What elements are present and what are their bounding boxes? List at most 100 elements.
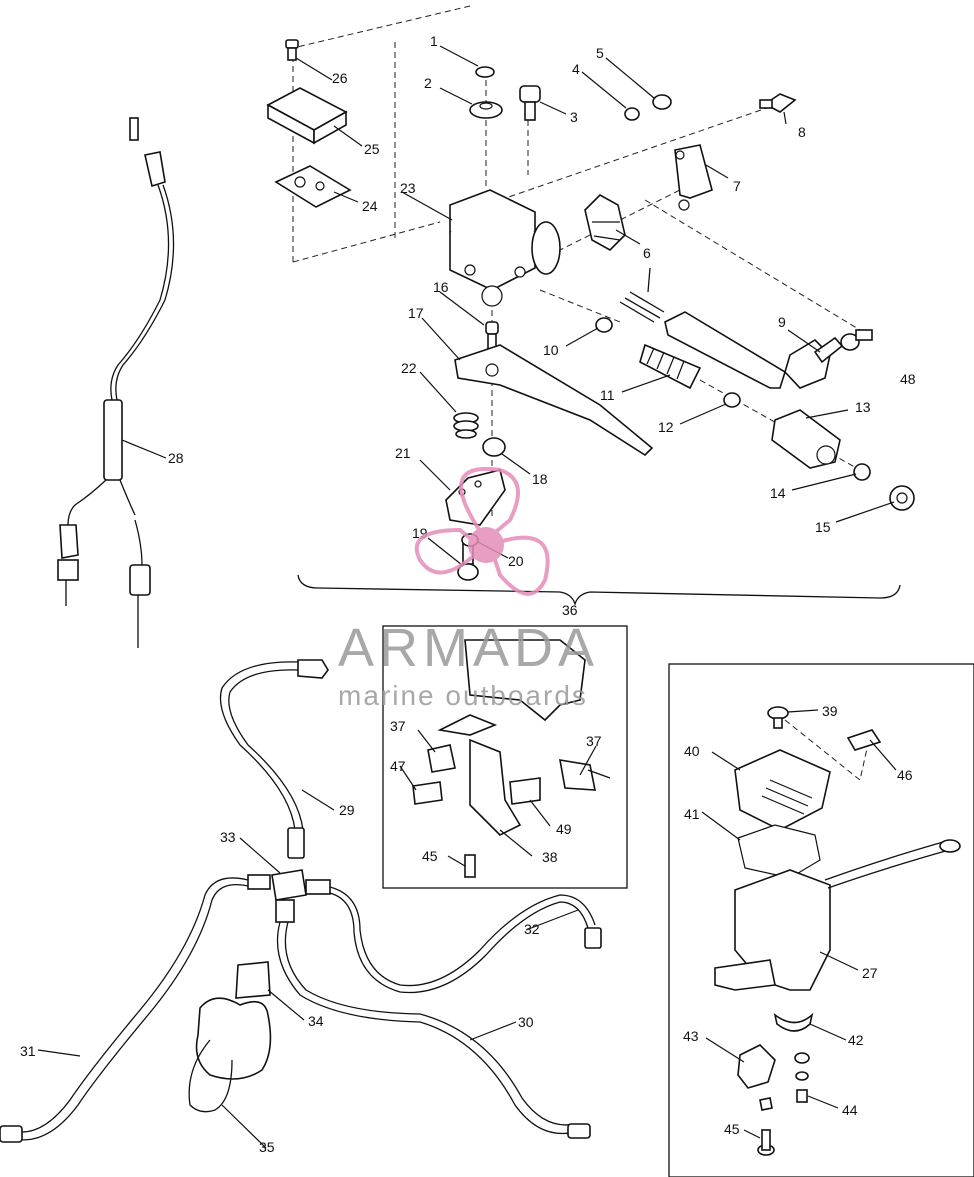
cover-part-40 <box>734 749 831 831</box>
callout-17: 17 <box>408 305 424 321</box>
callout-44: 44 <box>842 1102 858 1118</box>
callout-2: 2 <box>424 75 432 91</box>
bracket-part-7 <box>674 144 713 211</box>
housing-part-23 <box>449 189 561 307</box>
callout-34: 34 <box>308 1013 324 1029</box>
callout-4: 4 <box>572 61 580 77</box>
callout-49: 49 <box>556 821 572 837</box>
axis-line-top <box>499 99 791 201</box>
callout-38: 38 <box>542 849 558 865</box>
watermark-brand: ARMADA <box>338 618 599 678</box>
washer-part-1 <box>475 66 495 78</box>
callout-6: 6 <box>643 245 651 261</box>
callout-42: 42 <box>848 1032 864 1048</box>
callout-22: 22 <box>401 360 417 376</box>
callout-29: 29 <box>339 802 355 818</box>
valve-body-part-27 <box>714 839 961 991</box>
leader-lines <box>37 45 897 1149</box>
cable-assembly-part-9 <box>619 267 844 389</box>
callout-12: 12 <box>658 419 674 435</box>
callout-3: 3 <box>570 109 578 125</box>
callout-labels: 1 2 3 4 5 6 7 8 9 10 11 12 13 14 15 16 1… <box>20 33 916 1155</box>
callout-35: 35 <box>259 1139 275 1155</box>
callout-26: 26 <box>332 70 348 86</box>
boot-part-11 <box>639 343 702 390</box>
subassembly-box-38 <box>382 625 628 889</box>
callout-32: 32 <box>524 921 540 937</box>
valve-box <box>668 663 974 1177</box>
callout-25: 25 <box>364 141 380 157</box>
callout-20: 20 <box>508 553 524 569</box>
callout-24: 24 <box>362 198 378 214</box>
washer-part-4 <box>624 107 640 121</box>
nut-part-48 <box>840 329 873 351</box>
callout-14: 14 <box>770 485 786 501</box>
callout-48: 48 <box>900 371 916 387</box>
callout-21: 21 <box>395 445 411 461</box>
callout-47: 47 <box>390 758 406 774</box>
fitting-part-13 <box>771 409 841 469</box>
callout-41: 41 <box>684 806 700 822</box>
callout-27: 27 <box>862 965 878 981</box>
bracket-part-43 <box>737 1044 776 1089</box>
callout-43: 43 <box>683 1028 699 1044</box>
propeller-logo <box>414 466 550 596</box>
callout-15: 15 <box>815 519 831 535</box>
callout-33: 33 <box>220 829 236 845</box>
washer-part-44 <box>794 1052 810 1103</box>
lever-part-17 <box>454 344 654 457</box>
top-assembly-group <box>266 5 915 607</box>
base-part-24 <box>274 165 352 208</box>
callout-45-left: 45 <box>422 848 438 864</box>
cover-part-25 <box>266 87 348 145</box>
screw-part-39 <box>767 706 789 729</box>
callout-39: 39 <box>822 703 838 719</box>
axis-line-7 <box>644 199 861 331</box>
callout-37-left: 37 <box>390 718 406 734</box>
gasket-part-41 <box>737 824 821 879</box>
callout-11: 11 <box>600 387 615 403</box>
hose-assembly <box>0 659 602 1143</box>
watermark: ARMADA marine outboards <box>338 466 599 711</box>
screw-part-45-right <box>757 1129 775 1156</box>
callout-13: 13 <box>855 399 871 415</box>
callout-31: 31 <box>20 1043 36 1059</box>
axis-line-10 <box>539 289 621 323</box>
callout-23: 23 <box>400 180 416 196</box>
washer-part-15 <box>889 485 915 511</box>
bracket-part-21 <box>445 469 506 526</box>
watermark-tagline: marine outboards <box>338 680 588 711</box>
callout-1: 1 <box>430 33 438 49</box>
washer-part-10 <box>595 317 613 333</box>
clip-part-42 <box>773 1012 814 1032</box>
subassembly-frame <box>382 625 628 889</box>
assembly-brace-36 <box>297 574 901 607</box>
valve-box-frame <box>668 663 974 1177</box>
washer-part-12 <box>723 392 741 408</box>
bushing-part-2 <box>469 101 503 119</box>
bolt-part-3 <box>519 85 541 121</box>
callout-46: 46 <box>897 767 913 783</box>
nut-small <box>759 1097 773 1111</box>
callout-16: 16 <box>433 279 449 295</box>
callout-9: 9 <box>778 314 786 330</box>
callout-18: 18 <box>532 471 548 487</box>
cable-part-28 <box>57 117 175 648</box>
nut-part-18 <box>482 437 506 457</box>
callout-7: 7 <box>733 178 741 194</box>
callout-8: 8 <box>798 124 806 140</box>
clamp-part-6 <box>584 194 626 251</box>
callout-5: 5 <box>596 45 604 61</box>
callout-45-right: 45 <box>724 1121 740 1137</box>
screw-part-26 <box>285 39 299 61</box>
label-part-46 <box>846 729 882 751</box>
callout-30: 30 <box>518 1014 534 1030</box>
oring-part-14 <box>853 463 871 481</box>
spring-part-22 <box>453 412 479 439</box>
callout-40: 40 <box>684 743 700 759</box>
nut-part-5 <box>652 94 672 110</box>
callout-10: 10 <box>543 342 559 358</box>
screw-part-8 <box>759 93 797 113</box>
callout-37-right: 37 <box>586 733 602 749</box>
